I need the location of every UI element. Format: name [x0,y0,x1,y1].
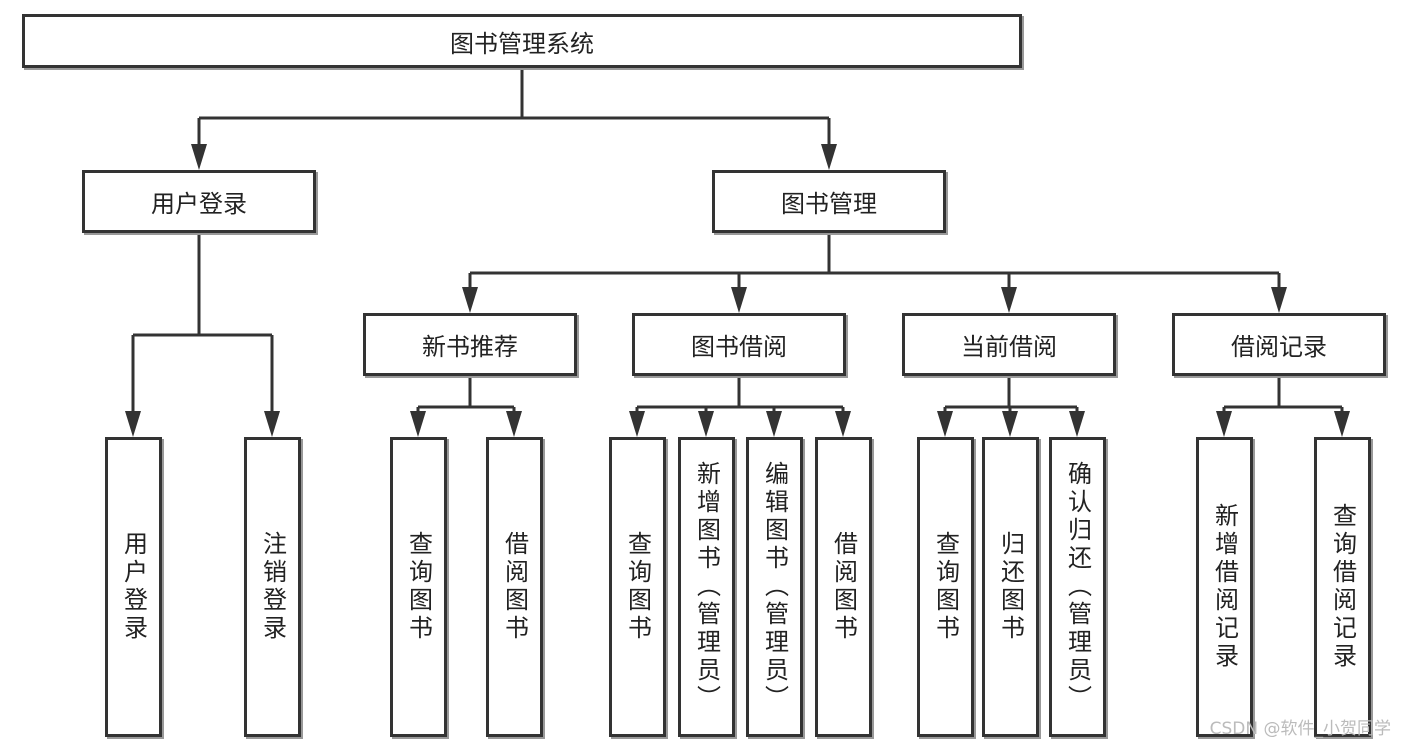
arrow-head [698,411,714,437]
arrow-head [125,411,141,437]
arrow-head [937,411,953,437]
arrow-head [264,411,280,437]
leaf-label: 借阅图书 [829,531,858,643]
node-label: 新书推荐 [422,333,518,361]
root-node: 图书管理系统 [22,14,1022,68]
arrow-head [1069,411,1085,437]
leaf-label: 用户登录 [119,531,148,643]
arrow-head [766,411,782,437]
arrow-head [821,144,837,170]
node-label: 借阅记录 [1231,333,1327,361]
leaf-label: 编辑图书（管理员） [760,461,789,713]
leaf-node: 借阅图书 [486,437,543,737]
arrow-head [1002,411,1018,437]
leaf-node: 查询图书 [917,437,974,737]
leaf-node: 借阅图书 [815,437,872,737]
arrow-head [462,287,478,313]
leaf-label: 新增借阅记录 [1210,503,1239,671]
node-borrow-records: 借阅记录 [1172,313,1386,376]
leaf-node: 查询图书 [390,437,447,737]
leaf-node: 查询图书 [609,437,666,737]
arrow-head [1001,287,1017,313]
node-label: 用户登录 [151,190,247,218]
leaf-label: 查询借阅记录 [1328,503,1357,671]
arrow-head [410,411,426,437]
leaf-node: 用户登录 [105,437,162,737]
watermark: CSDN @软件_小贺同学 [1209,719,1391,739]
leaf-label: 注销登录 [258,531,287,643]
leaf-node: 编辑图书（管理员） [746,437,803,737]
leaf-label: 新增图书（管理员） [692,461,721,713]
node-label: 图书管理系统 [450,29,594,58]
leaf-node: 新增借阅记录 [1196,437,1253,737]
node-user-login: 用户登录 [82,170,316,233]
leaf-label: 查询图书 [623,531,652,643]
node-current-borrow: 当前借阅 [902,313,1116,376]
arrow-head [191,144,207,170]
leaf-node: 确认归还（管理员） [1049,437,1106,737]
leaf-label: 查询图书 [931,531,960,643]
arrow-head [731,287,747,313]
node-new-books: 新书推荐 [363,313,577,376]
node-label: 当前借阅 [961,333,1057,361]
leaf-label: 确认归还（管理员） [1063,461,1092,713]
leaf-label: 借阅图书 [500,531,529,643]
arrow-head [506,411,522,437]
arrow-head [1334,411,1350,437]
arrow-head [1271,287,1287,313]
leaf-node: 新增图书（管理员） [678,437,735,737]
leaf-node: 查询借阅记录 [1314,437,1371,737]
node-book-borrow: 图书借阅 [632,313,846,376]
node-label: 图书借阅 [691,333,787,361]
arrow-head [629,411,645,437]
arrow-head [1216,411,1232,437]
node-label: 图书管理 [781,190,877,218]
node-book-management: 图书管理 [712,170,946,233]
leaf-label: 查询图书 [404,531,433,643]
leaf-node: 注销登录 [244,437,301,737]
leaf-node: 归还图书 [982,437,1039,737]
arrow-head [835,411,851,437]
leaf-label: 归还图书 [996,531,1025,643]
